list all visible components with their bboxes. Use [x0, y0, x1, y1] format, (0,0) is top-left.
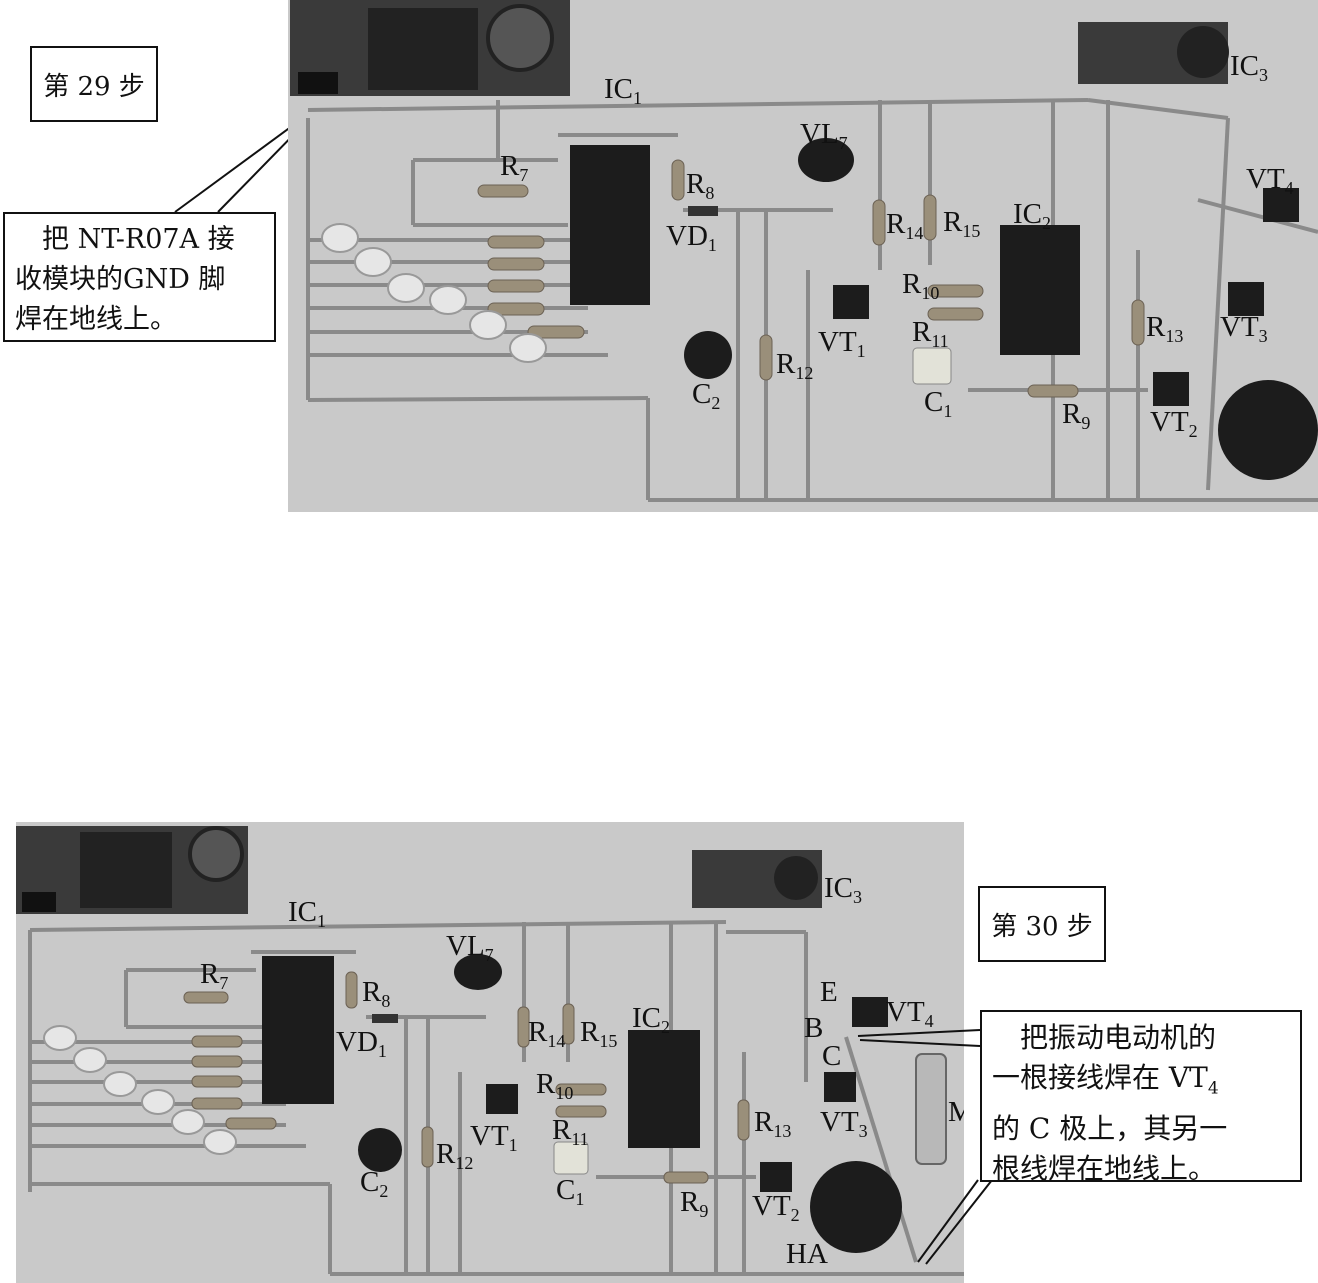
label-vd1: VD1	[336, 1026, 387, 1061]
circuit-photo-step-29: IC1 IC3 VL7 VT4 R7 R8 VD1 R14 R15 IC2 R1…	[288, 0, 1318, 512]
label-ic2: IC2	[632, 1002, 670, 1037]
label-c2: C2	[692, 378, 721, 413]
note-subscript: 4	[1207, 1078, 1219, 1099]
label-vt4: VT4	[1246, 163, 1294, 198]
note-line: 的 C 极上，其另一	[992, 1111, 1228, 1145]
label-vt2: VT2	[752, 1190, 800, 1225]
note-line: 焊在地线上。	[15, 304, 177, 335]
label-ic1: IC1	[604, 73, 642, 108]
note-line: 一根接线焊在 VT4	[992, 1061, 1219, 1099]
note-line: 根线焊在地线上。	[992, 1151, 1217, 1185]
label-buzzer: HA	[786, 1238, 828, 1270]
label-r11: R11	[912, 316, 949, 351]
label-ic1: IC1	[288, 896, 326, 931]
label-ic3: IC3	[824, 872, 862, 907]
label-pin-e: E	[820, 976, 838, 1008]
label-pin-c: C	[822, 1040, 842, 1072]
step-30-note: 把振动电动机的 一根接线焊在 VT4 的 C 极上，其另一 根线焊在地线上。	[980, 1010, 1302, 1185]
circuit-drawing	[288, 0, 1318, 512]
label-vt1: VT1	[818, 326, 866, 361]
circuit-drawing	[16, 822, 964, 1283]
label-vl7: VL7	[800, 118, 848, 153]
label-ic3: IC3	[1230, 50, 1268, 85]
label-r15: R15	[580, 1016, 618, 1051]
ic2-chip	[628, 1030, 700, 1148]
label-r8: R8	[362, 976, 391, 1011]
ic1-chip	[262, 956, 334, 1104]
label-r14: R14	[886, 208, 924, 243]
label-vt4: VT4	[886, 996, 934, 1031]
label-vl7: VL7	[446, 930, 494, 965]
ic2-chip	[1000, 225, 1080, 355]
step-29-note: 把 NT-R07A 接 收模块的GND 脚 焊在地线上。	[3, 212, 276, 342]
note-line: 收模块的GND 脚	[15, 264, 226, 295]
label-r7: R7	[500, 150, 529, 185]
note-line: 把振动电动机的	[992, 1021, 1217, 1054]
label-r12: R12	[436, 1138, 474, 1173]
label-c1: C1	[924, 386, 953, 421]
label-c2: C2	[360, 1166, 389, 1201]
label-r9: R9	[680, 1186, 709, 1221]
label-r10: R10	[536, 1068, 574, 1103]
ic1-chip	[570, 145, 650, 305]
label-vd1: VD1	[666, 220, 717, 255]
circuit-photo-step-30: IC1 IC3 VL7 E VT4 B C R7 R8 VD1 R14 R15 …	[16, 822, 964, 1283]
label-ic2: IC2	[1013, 198, 1051, 233]
label-c1: C1	[556, 1174, 585, 1209]
label-r13: R13	[1146, 311, 1184, 346]
label-r9: R9	[1062, 398, 1091, 433]
label-r12: R12	[776, 348, 814, 383]
label-r8: R8	[686, 168, 715, 203]
label-r14: R14	[528, 1016, 566, 1051]
step-30-label: 第 30 步	[978, 886, 1106, 962]
label-r7: R7	[200, 958, 229, 993]
label-vt3: VT3	[1220, 311, 1268, 346]
label-vt3: VT3	[820, 1106, 868, 1141]
label-r13: R13	[754, 1106, 792, 1141]
label-r10: R10	[902, 268, 940, 303]
label-r11: R11	[552, 1114, 589, 1149]
label-vt1: VT1	[470, 1120, 518, 1155]
label-r15: R15	[943, 206, 981, 241]
note-line: 把 NT-R07A 接	[15, 224, 235, 255]
step-29-label: 第 29 步	[30, 46, 158, 122]
label-vt2: VT2	[1150, 406, 1198, 441]
label-pin-b: B	[804, 1012, 824, 1044]
label-motor: M	[948, 1096, 964, 1128]
